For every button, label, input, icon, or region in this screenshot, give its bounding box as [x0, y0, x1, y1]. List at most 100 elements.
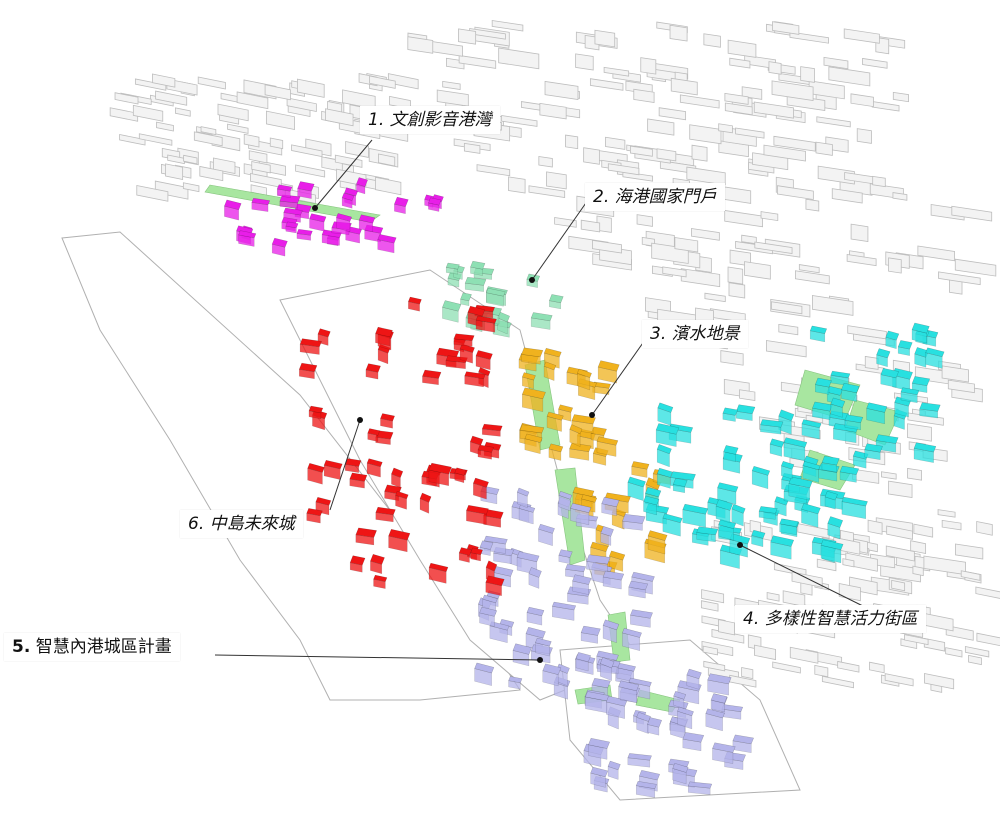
- district-1-block: [394, 196, 409, 215]
- label-district-2-text: 2. 海港國家門戶: [593, 187, 717, 207]
- existing-block: [436, 89, 469, 107]
- existing-block: [182, 182, 200, 193]
- existing-block: [325, 108, 354, 127]
- existing-block: [765, 340, 807, 358]
- district-5-block: [542, 663, 562, 687]
- district-4-block: [841, 382, 860, 402]
- existing-block: [193, 131, 223, 147]
- district-4-block: [662, 513, 683, 537]
- district-4-block: [778, 409, 795, 435]
- existing-block: [951, 205, 993, 222]
- district-5-block: [646, 717, 663, 736]
- district-4-block: [864, 443, 883, 461]
- existing-block: [407, 36, 434, 54]
- existing-block: [248, 150, 268, 164]
- district-5-block: [572, 574, 592, 595]
- existing-block: [924, 613, 954, 632]
- district-3-block: [596, 436, 619, 457]
- district-5-block: [710, 693, 728, 713]
- existing-block: [165, 163, 184, 180]
- existing-block: [777, 185, 814, 200]
- district-4-block: [824, 490, 838, 510]
- district-1-block: [428, 197, 442, 212]
- district-4-block: [722, 407, 739, 422]
- existing-block: [789, 646, 819, 664]
- existing-block: [592, 239, 622, 254]
- district-4-block: [682, 503, 709, 528]
- leader-line-2: [531, 199, 589, 281]
- district-3-block: [521, 347, 544, 365]
- existing-block: [760, 211, 779, 222]
- district-5-block: [535, 637, 552, 657]
- existing-block: [702, 645, 718, 656]
- leader-dots: [312, 205, 743, 663]
- district-4-block: [914, 347, 929, 368]
- existing-block: [872, 175, 886, 188]
- existing-block: [662, 266, 687, 278]
- existing-block: [154, 180, 189, 200]
- existing-block: [941, 519, 962, 531]
- district-6-block: [375, 430, 394, 445]
- existing-block: [864, 355, 879, 370]
- district-5-block: [721, 704, 744, 720]
- existing-block: [850, 93, 874, 108]
- district-3-block: [590, 426, 607, 443]
- district-3-block: [546, 411, 564, 432]
- existing-block: [674, 237, 699, 253]
- district-5-block: [590, 766, 609, 788]
- district-1-block: [309, 213, 327, 232]
- existing-block: [964, 646, 990, 658]
- district-4-block: [894, 396, 912, 418]
- district-5-block: [622, 627, 642, 652]
- existing-block: [463, 142, 481, 154]
- district-6-block: [466, 504, 489, 525]
- district-5-block: [686, 668, 702, 690]
- existing-block: [155, 90, 188, 106]
- district-1-block: [356, 177, 368, 195]
- existing-block: [735, 127, 765, 139]
- district-4-block: [839, 465, 860, 483]
- existing-block: [805, 198, 820, 212]
- district-6-block: [367, 428, 381, 442]
- existing-block: [800, 66, 815, 83]
- existing-block: [917, 245, 955, 262]
- district-4-block: [657, 402, 674, 426]
- district-4-block: [627, 476, 646, 502]
- existing-block: [886, 525, 913, 540]
- district-4-block: [758, 506, 778, 520]
- district-6-block: [481, 423, 503, 437]
- existing-block: [937, 509, 956, 518]
- existing-block: [718, 619, 736, 636]
- district-5-block: [627, 753, 652, 768]
- existing-block: [114, 92, 139, 105]
- district-4-block: [925, 347, 945, 369]
- district-4-block: [801, 419, 822, 440]
- district-4-block: [655, 423, 680, 447]
- district-4-block: [885, 330, 900, 350]
- existing-block: [594, 29, 616, 48]
- existing-block: [269, 137, 284, 150]
- district-1-block: [285, 221, 299, 234]
- existing-block: [175, 107, 191, 117]
- existing-block: [850, 223, 869, 243]
- existing-block: [960, 570, 981, 581]
- existing-block: [538, 156, 553, 168]
- district-6-block: [299, 338, 322, 355]
- district-5-block: [518, 503, 536, 525]
- district-6-buildings: [298, 296, 505, 597]
- existing-block: [968, 654, 982, 666]
- existing-block: [580, 219, 601, 233]
- existing-block: [741, 666, 754, 680]
- district-5-block: [479, 540, 494, 556]
- existing-block: [846, 254, 877, 267]
- existing-block: [647, 118, 675, 136]
- district-1-block: [224, 199, 242, 221]
- district-6-block: [373, 574, 388, 589]
- district-4-block: [827, 516, 844, 540]
- existing-block: [546, 171, 567, 190]
- district-6-block: [375, 506, 396, 523]
- existing-block: [700, 600, 719, 612]
- district-5-block: [508, 676, 523, 690]
